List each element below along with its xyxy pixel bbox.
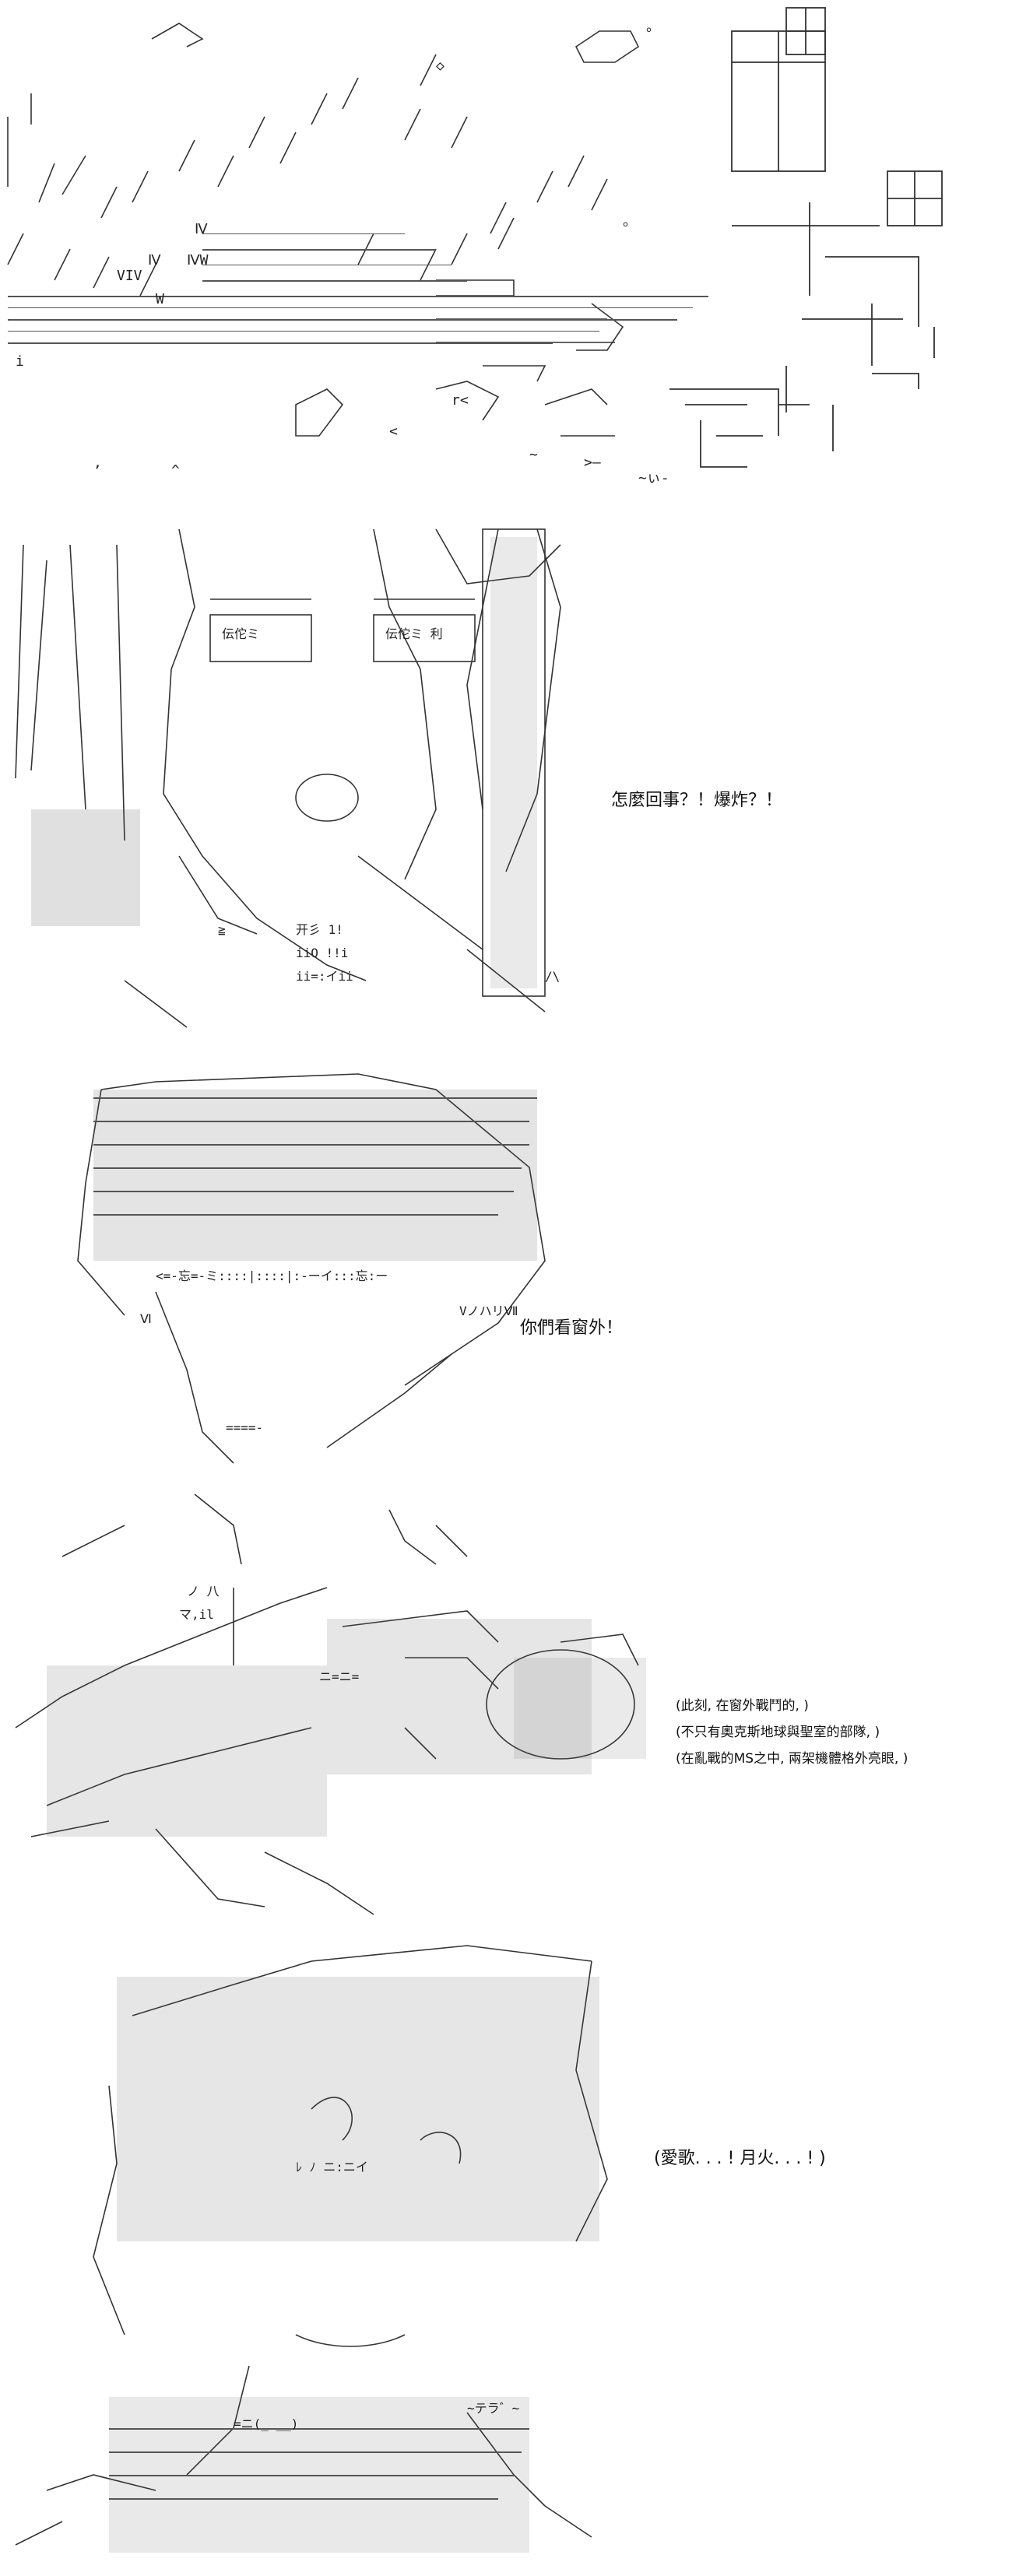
svg-text:====-: ====- xyxy=(226,1420,263,1435)
collar-label: 开彡 1! xyxy=(296,922,343,937)
svg-text:i: i xyxy=(16,353,24,370)
speech-caption: 怎麼回事？！爆炸？！ xyxy=(611,791,783,810)
svg-text:VノハリⅦ: VノハリⅦ xyxy=(459,1304,518,1318)
svg-text:^: ^ xyxy=(171,462,180,479)
svg-text:ﾚ ﾉ ニ:ニイ: ﾚ ﾉ ニ:ニイ xyxy=(296,2160,368,2174)
svg-text:Ⅳ: Ⅳ xyxy=(195,221,208,237)
svg-text:iiO !!i: iiO !!i xyxy=(296,946,348,960)
svg-text:~ぃ-: ~ぃ- xyxy=(638,470,669,486)
svg-text:Ⅵ: Ⅵ xyxy=(140,1311,152,1326)
speech-caption: 你們看窗外！ xyxy=(520,1318,624,1338)
calm-character-ascii-art: ﾚ ﾉ ニ:ニイ =ニ(_ __) ~テラ゛~ xyxy=(15,1945,608,2553)
svg-text:≧: ≧ xyxy=(218,922,226,937)
right-eye-label: 伝佗ミ 利 xyxy=(385,626,443,641)
eyes-label: <=-忘=-ミ::::|::::|:-ーイ:::忘:ー xyxy=(156,1269,388,1283)
svg-text:。: 。 xyxy=(646,19,660,35)
svg-text:ノ 八: ノ 八 xyxy=(187,1584,220,1599)
svg-text:r<: r< xyxy=(452,392,469,409)
left-eye-label: 伝佗ミ xyxy=(222,626,259,641)
narration-line: (不只有奧克斯地球與聖室的部隊, ) xyxy=(676,1725,880,1740)
panel-battle: ノ 八 マ,il ニ=ニ= (此刻, 在窗外戰鬥的, ) (不只有奧克斯地球與聖… xyxy=(0,1572,1012,1930)
narration-line: (此刻, 在窗外戰鬥的, ) xyxy=(676,1698,809,1714)
svg-text:<: < xyxy=(389,423,398,440)
svg-text:ⅣW: ⅣW xyxy=(187,252,209,268)
battle-ascii-art: ノ 八 マ,il ニ=ニ= xyxy=(15,1584,646,1915)
svg-text:VIV: VIV xyxy=(117,268,142,284)
svg-text:ニ=ニ=: ニ=ニ= xyxy=(319,1669,359,1684)
explosion-ascii-art: Ⅳ ⅣW VIV Ⅳ Wi , ^ < r< ~ >— ~ぃ- 。 ◇ 。 xyxy=(7,7,943,486)
speech-caption: (愛歌. . . ! 月火. . . ! ) xyxy=(654,2149,826,2168)
svg-text:◇: ◇ xyxy=(436,58,445,74)
svg-text:~テラ゛~: ~テラ゛~ xyxy=(467,2401,519,2416)
svg-text:=ニ(_ __): =ニ(_ __) xyxy=(234,2416,298,2431)
svg-text:,: , xyxy=(93,454,102,471)
panel-surprised-character: 伝佗ミ 伝佗ミ 利 开彡 1! iiO !!i ii=:イii ≧ /\ 怎麼回事… xyxy=(0,514,1012,1058)
svg-text:>—: >— xyxy=(584,454,601,471)
svg-text:ii=:イii: ii=:イii xyxy=(296,969,353,984)
looking-character-ascii-art: <=-忘=-ミ::::|::::|:-ーイ:::忘:ー ====- Ⅵ Vノハリ… xyxy=(61,1073,546,1565)
svg-text:/\: /\ xyxy=(545,969,560,984)
narration-line: (在亂戰的MS之中, 兩架機體格外亮眼, ) xyxy=(676,1751,908,1767)
narration-box: (此刻, 在窗外戰鬥的, ) (不只有奧克斯地球與聖室的部隊, ) (在亂戰的M… xyxy=(676,1693,908,1772)
panel-looking-character: <=-忘=-ミ::::|::::|:-ーイ:::忘:ー ====- Ⅵ Vノハリ… xyxy=(0,1058,1012,1572)
svg-text:~: ~ xyxy=(529,447,538,463)
panel-calm-character: ﾚ ﾉ ニ:ニイ =ニ(_ __) ~テラ゛~ (愛歌. . . ! 月火. .… xyxy=(0,1930,1012,2576)
svg-text:。: 。 xyxy=(623,213,637,230)
svg-text:Ⅳ: Ⅳ xyxy=(148,252,161,268)
surprised-character-ascii-art: 伝佗ミ 伝佗ミ 利 开彡 1! iiO !!i ii=:イii ≧ /\ xyxy=(15,528,561,1028)
svg-text:W: W xyxy=(156,291,164,307)
svg-text:マ,il: マ,il xyxy=(179,1607,214,1622)
